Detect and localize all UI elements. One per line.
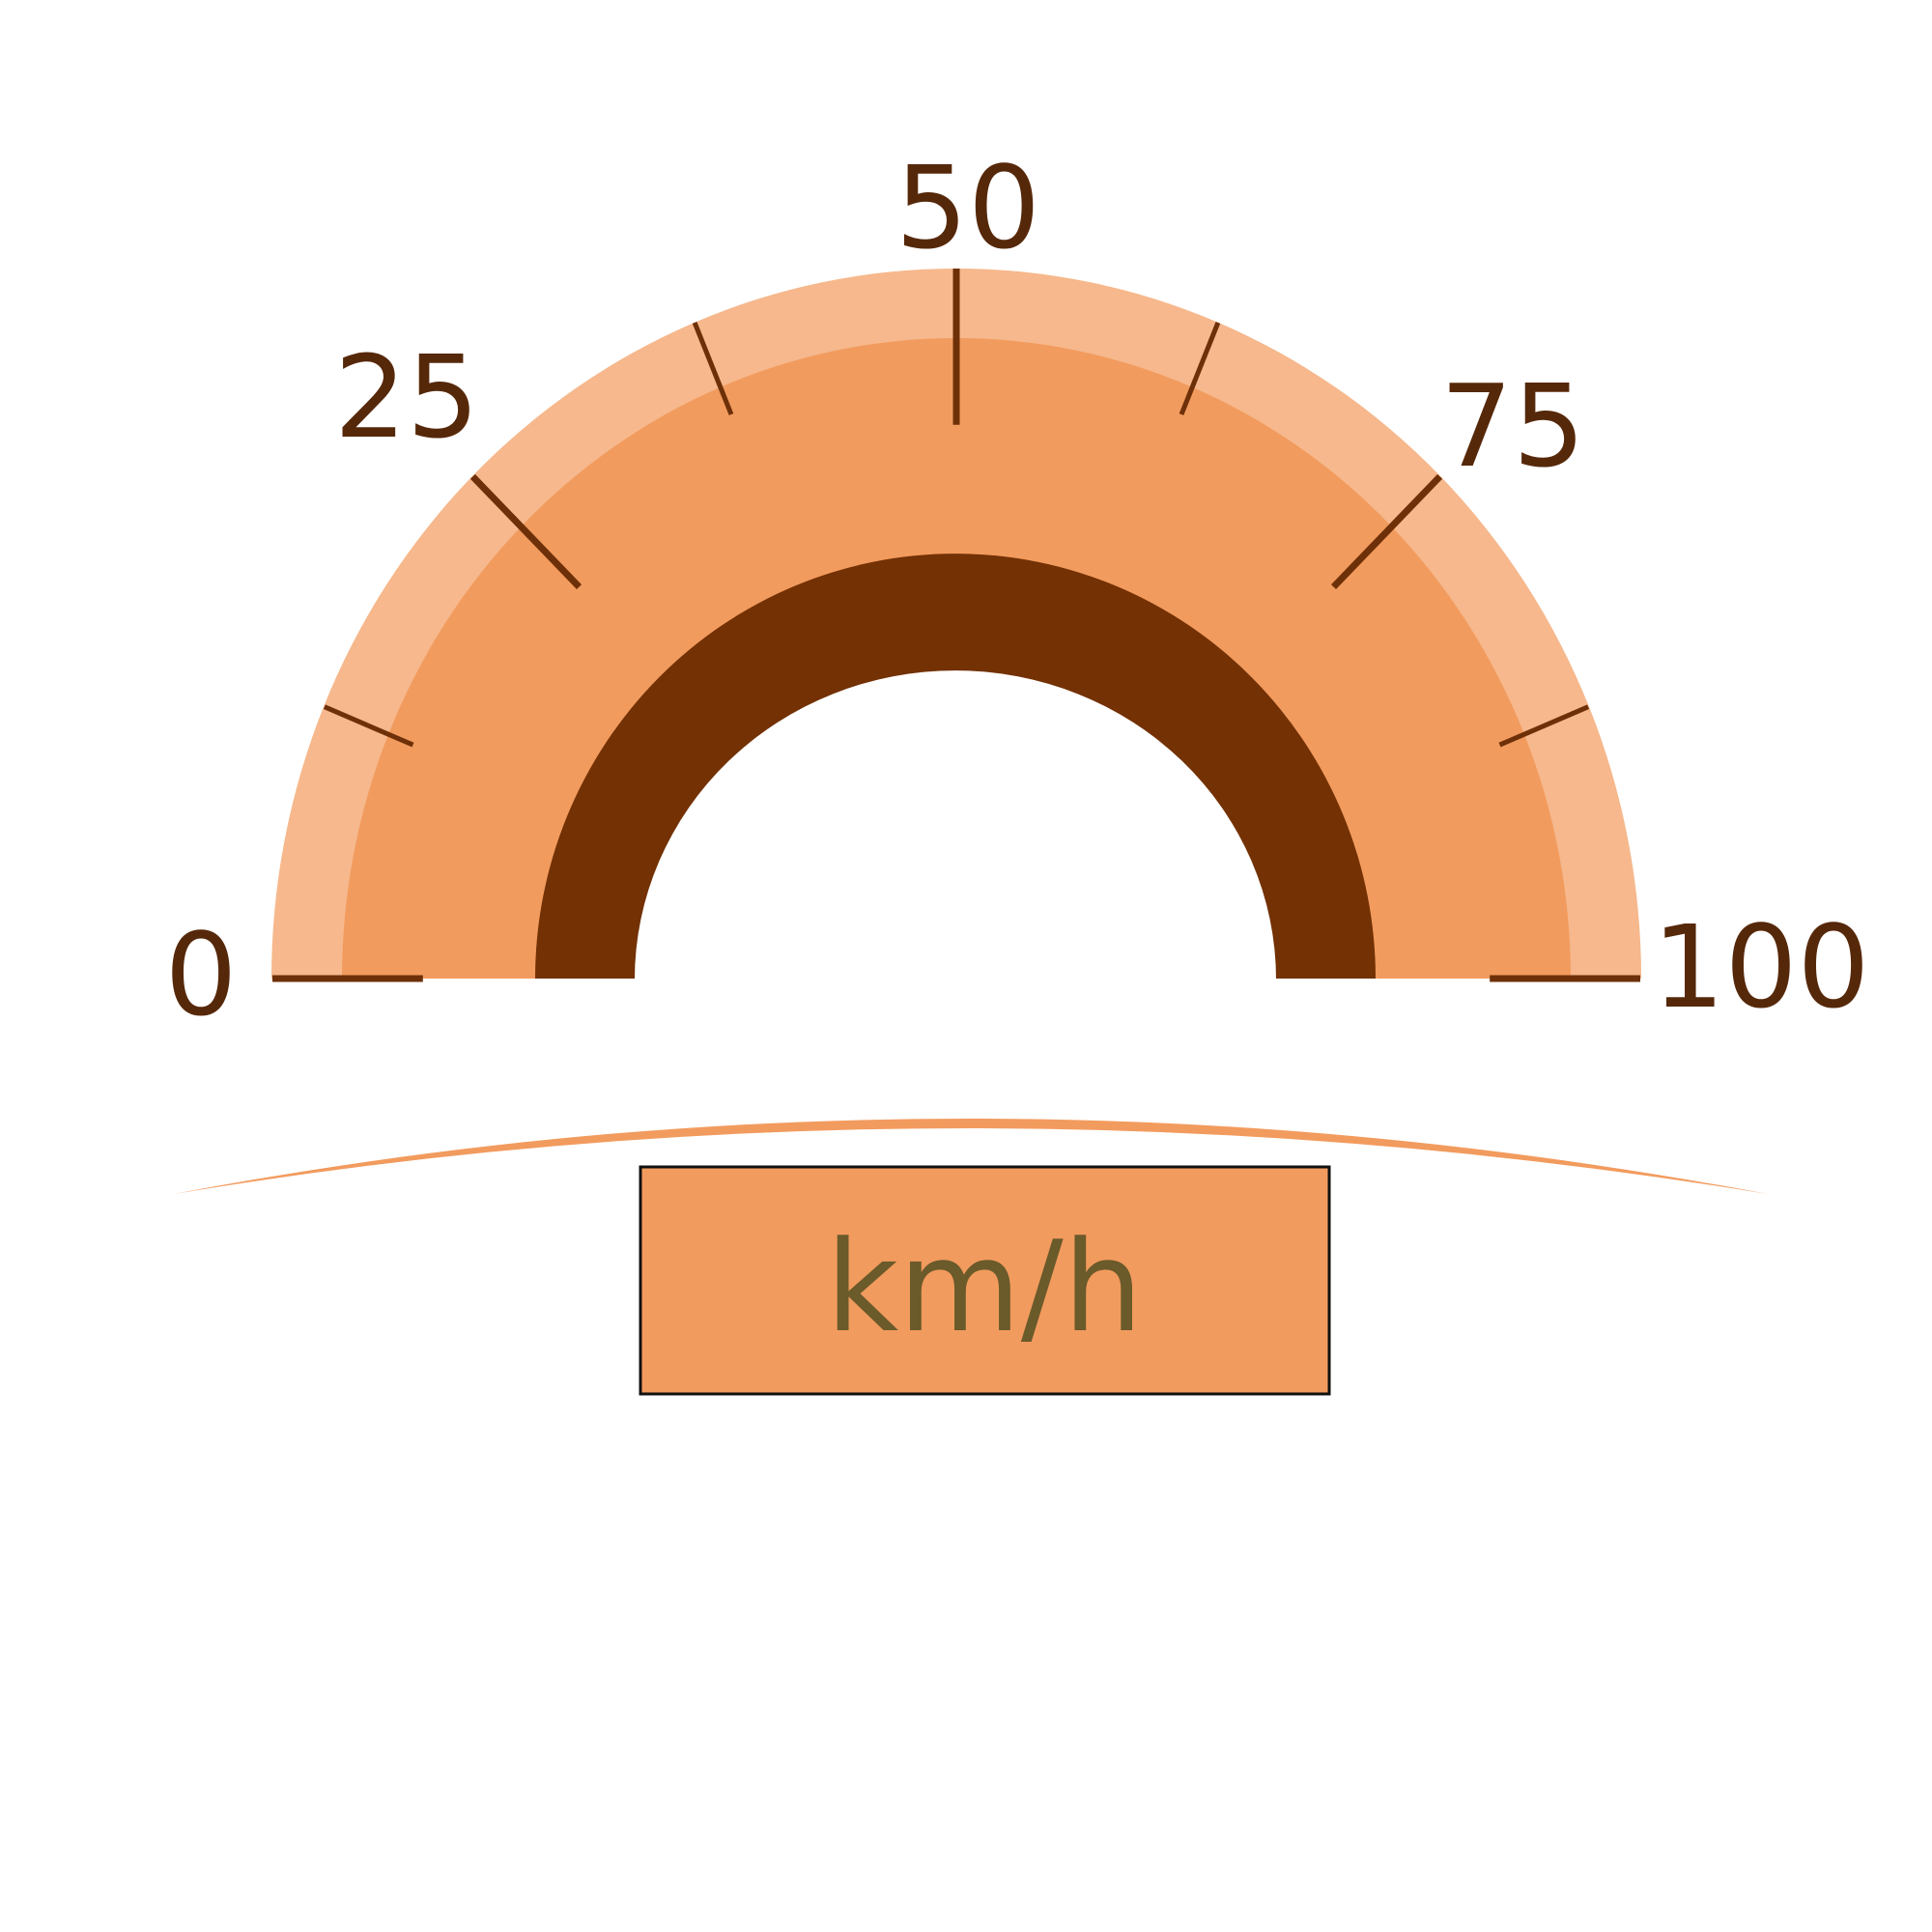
tick-mark-1 xyxy=(323,704,414,748)
unit-box xyxy=(639,1165,1331,1396)
scale-label-75: 75 xyxy=(1440,359,1585,493)
tick-mark-3 xyxy=(692,321,734,415)
tick-mark-5 xyxy=(1179,321,1221,415)
tick-mark-2 xyxy=(469,473,582,590)
scale-label-25: 25 xyxy=(334,330,479,464)
gauge-center-hole xyxy=(635,670,1276,980)
gauge-ticks xyxy=(272,269,1640,982)
scale-label-0: 0 xyxy=(164,908,237,1041)
scale-label-100: 100 xyxy=(1652,900,1869,1034)
unit-label: km/h xyxy=(826,1213,1143,1360)
tick-mark-7 xyxy=(1498,704,1590,748)
tick-mark-6 xyxy=(1330,473,1443,590)
scale-label-50: 50 xyxy=(895,141,1040,274)
decorative-swoosh xyxy=(174,1119,1768,1194)
